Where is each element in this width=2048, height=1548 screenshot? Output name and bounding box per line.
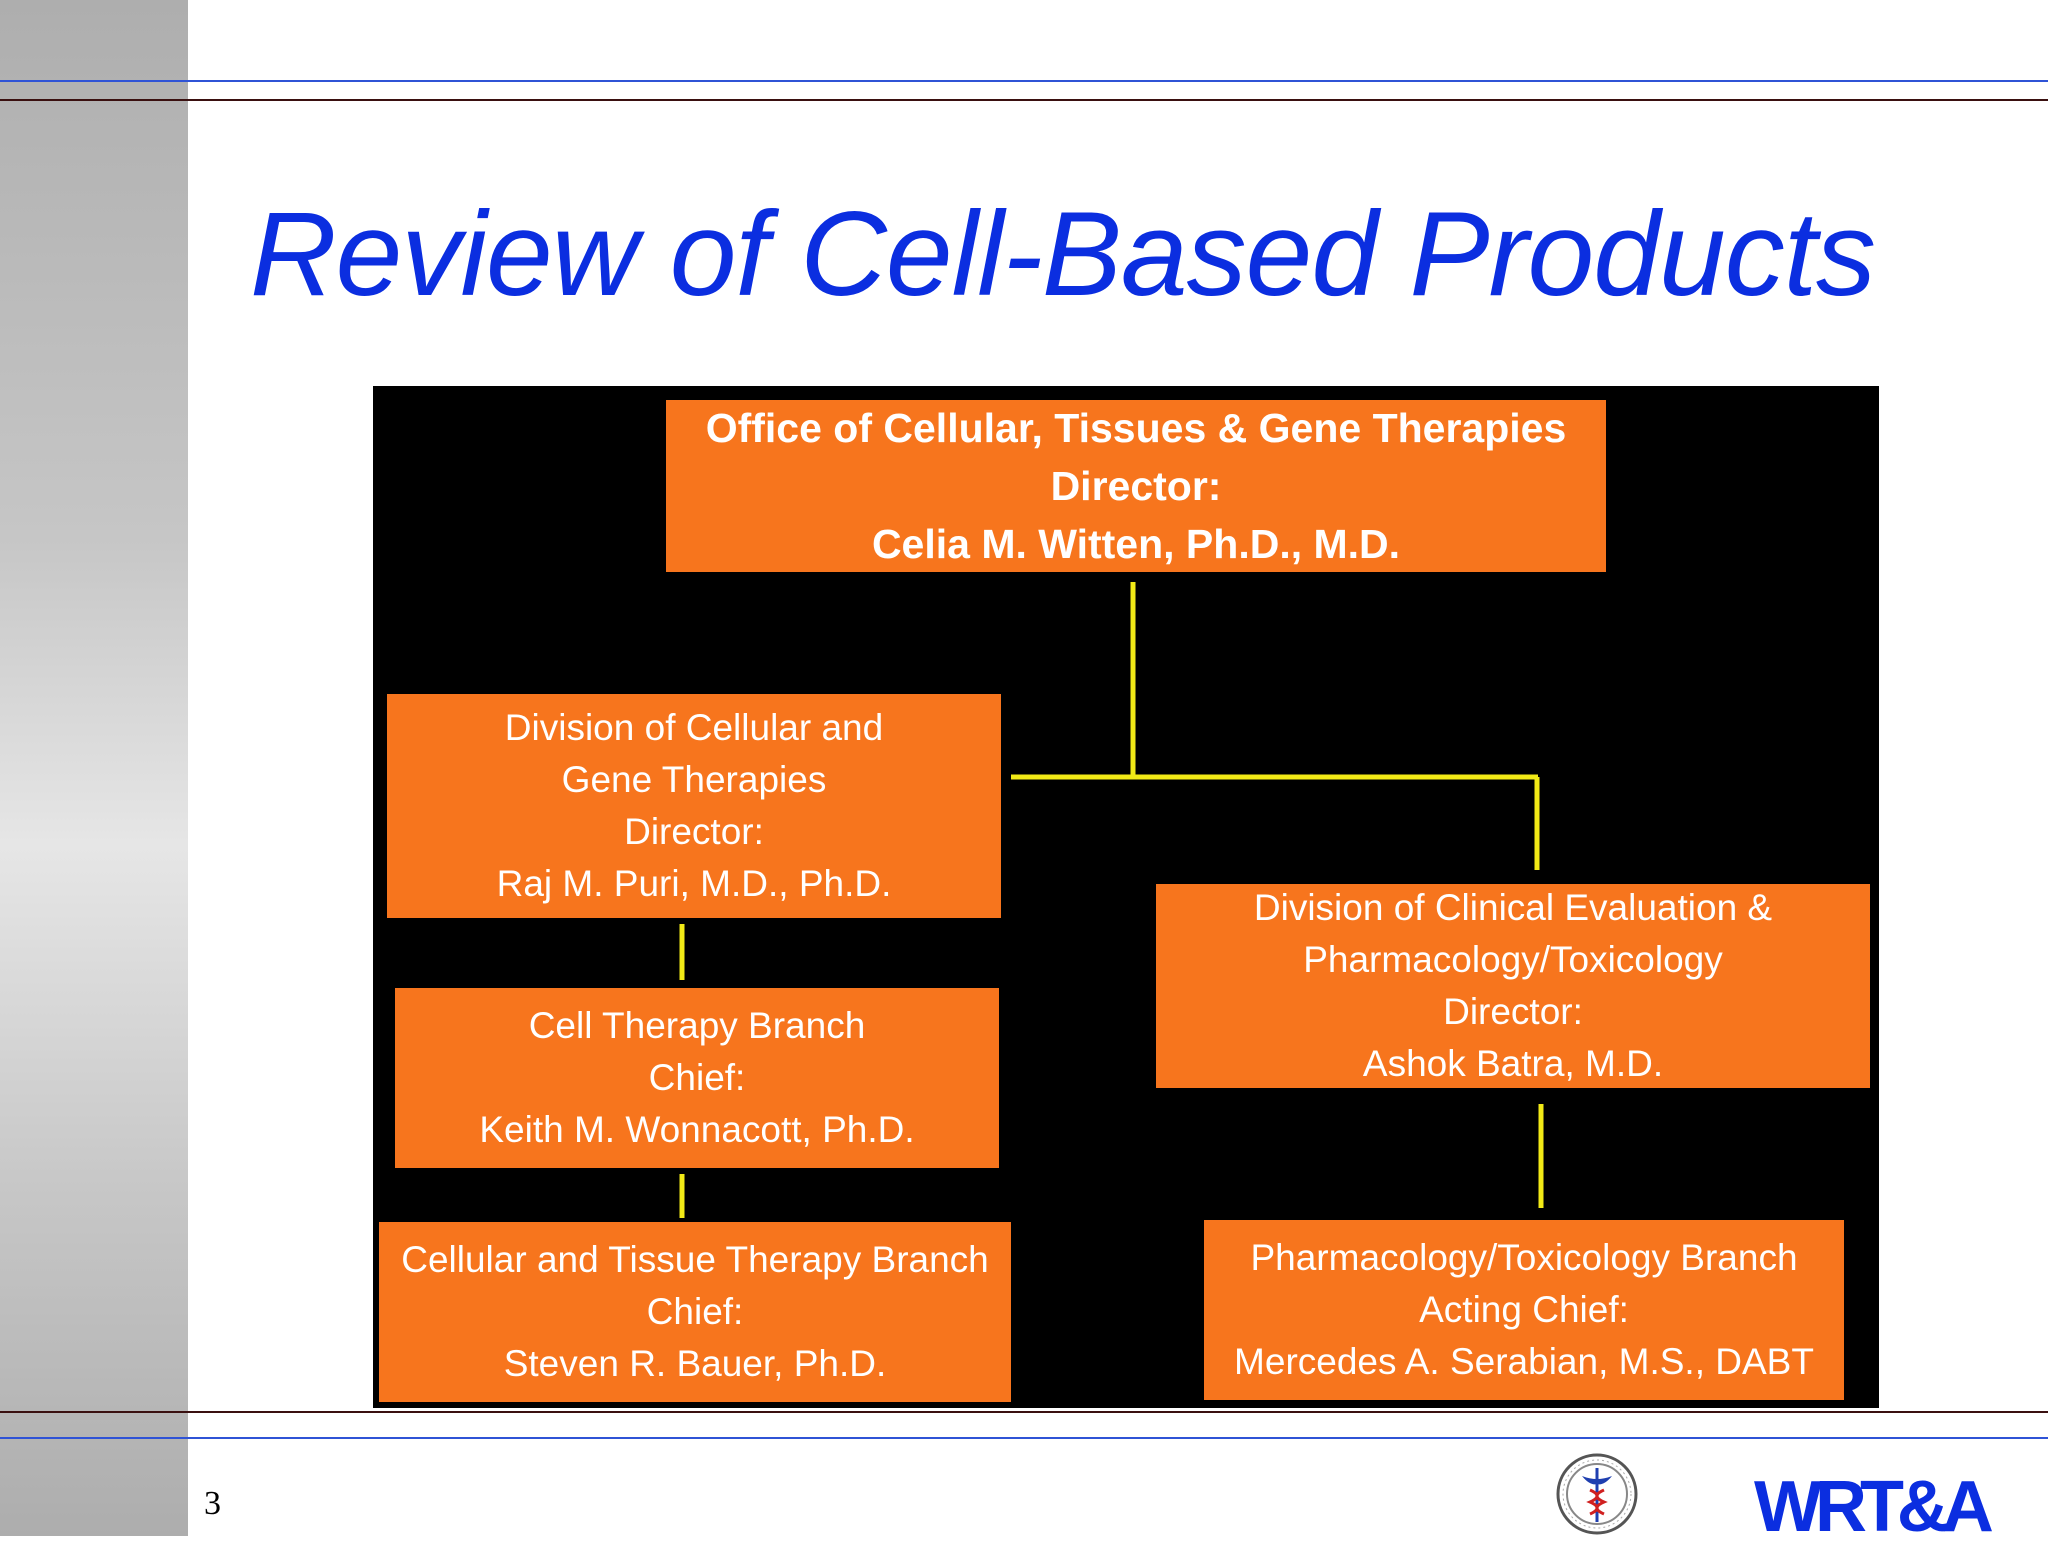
division-cgt-box: Division of Cellular and Gene Therapies … — [387, 694, 1001, 918]
cell-therapy-branch-box: Cell Therapy Branch Chief: Keith M. Wonn… — [395, 988, 999, 1168]
org-chart-connectors — [679, 582, 1544, 1218]
fda-seal-icon — [1556, 1453, 1638, 1535]
slide-side-bar — [0, 0, 188, 1536]
office-box: Office of Cellular, Tissues & Gene Thera… — [666, 400, 1606, 572]
org-chart: Office of Cellular, Tissues & Gene Thera… — [373, 386, 1879, 1408]
cellular-tissue-branch-person: Steven R. Bauer, Ph.D. — [503, 1343, 887, 1384]
footer-rule-blue — [0, 1437, 2048, 1439]
pharm-tox-branch-person: Mercedes A. Serabian, M.S., DABT — [1234, 1341, 1814, 1382]
cell-therapy-branch-name: Cell Therapy Branch — [528, 1005, 866, 1046]
footer-rule-dark — [0, 1411, 2048, 1413]
cell-therapy-branch-person: Keith M. Wonnacott, Ph.D. — [479, 1109, 915, 1150]
office-person: Celia M. Witten, Ph.D., M.D. — [871, 521, 1401, 567]
division-ceptox-name-line1: Division of Clinical Evaluation & — [1253, 887, 1773, 928]
division-ceptox-box: Division of Clinical Evaluation & Pharma… — [1156, 884, 1870, 1088]
header-rule-dark — [0, 99, 2048, 101]
pharm-tox-branch-box: Pharmacology/Toxicology Branch Acting Ch… — [1204, 1220, 1844, 1400]
cellular-tissue-branch-title: Chief: — [646, 1291, 744, 1332]
division-cgt-title: Director: — [624, 811, 764, 852]
division-ceptox-person: Ashok Batra, M.D. — [1362, 1043, 1664, 1084]
pharm-tox-branch-title: Acting Chief: — [1419, 1289, 1629, 1330]
cellular-tissue-branch-name: Cellular and Tissue Therapy Branch — [401, 1239, 989, 1280]
header-rule-blue — [0, 80, 2048, 82]
office-name: Office of Cellular, Tissues & Gene Thera… — [705, 405, 1567, 451]
slide-title: Review of Cell-Based Products — [250, 187, 1876, 321]
office-title: Director: — [1050, 463, 1222, 509]
page-number: 3 — [204, 1485, 221, 1522]
division-ceptox-name-line2: Pharmacology/Toxicology — [1303, 939, 1723, 980]
division-ceptox-title: Director: — [1443, 991, 1583, 1032]
cellular-tissue-branch-box: Cellular and Tissue Therapy Branch Chief… — [379, 1222, 1011, 1402]
pharm-tox-branch-name: Pharmacology/Toxicology Branch — [1250, 1237, 1798, 1278]
division-cgt-name-line1: Division of Cellular and — [504, 707, 884, 748]
division-cgt-person: Raj M. Puri, M.D., Ph.D. — [496, 863, 892, 904]
cell-therapy-branch-title: Chief: — [648, 1057, 746, 1098]
wrta-logo: WRT&A — [1754, 1467, 1994, 1547]
division-cgt-name-line2: Gene Therapies — [561, 759, 827, 800]
